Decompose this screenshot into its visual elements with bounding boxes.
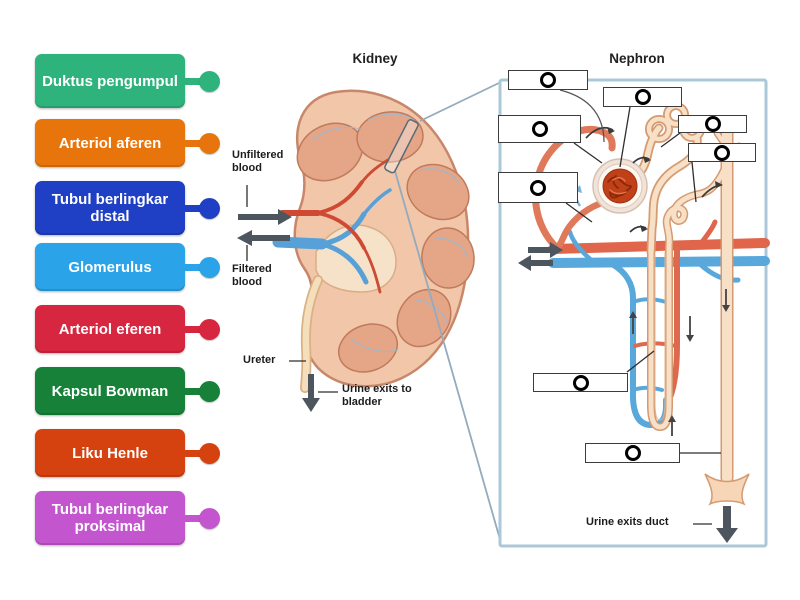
answer-option-label: Duktus pengumpul xyxy=(35,54,185,108)
label-urine-exits-bladder: Urine exits to bladder xyxy=(342,383,412,408)
connector-lines xyxy=(246,89,721,525)
answer-option-kapsul-bowman[interactable]: Kapsul Bowman xyxy=(35,367,220,415)
answer-option-label: Tubul berlingkar distal xyxy=(35,181,185,235)
answer-option-label: Arteriol aferen xyxy=(35,119,185,167)
drop-target-ring-icon xyxy=(530,179,546,196)
label-filtered-blood: Filtered blood xyxy=(232,263,272,288)
kidney-title: Kidney xyxy=(352,51,398,66)
label-unfiltered-blood: Unfiltered blood xyxy=(232,149,284,174)
answer-option-duktus-pengumpul[interactable]: Duktus pengumpul xyxy=(35,54,220,108)
label-urine-exits-duct: Urine exits duct xyxy=(586,516,669,528)
connector-knob xyxy=(185,305,220,353)
drop-target-box-5[interactable] xyxy=(678,115,747,133)
connector-knob xyxy=(185,243,220,291)
nephron-title: Nephron xyxy=(609,51,665,66)
connector-knob xyxy=(185,54,220,108)
connector-knob xyxy=(185,119,220,167)
magnifier-callout xyxy=(384,81,502,544)
drop-target-ring-icon xyxy=(540,72,556,88)
answer-option-label: Liku Henle xyxy=(35,429,185,477)
answer-option-arteriol-aferen[interactable]: Arteriol aferen xyxy=(35,119,220,167)
drop-target-ring-icon xyxy=(531,121,548,137)
drop-target-ring-icon xyxy=(704,116,721,132)
answer-option-tubul-berlingkar-distal[interactable]: Tubul berlingkar distal xyxy=(35,181,220,235)
drop-target-box-8[interactable] xyxy=(585,443,680,463)
answer-option-glomerulus[interactable]: Glomerulus xyxy=(35,243,220,291)
answer-option-arteriol-eferen[interactable]: Arteriol eferen xyxy=(35,305,220,353)
connector-knob xyxy=(185,367,220,415)
kidney-illustration xyxy=(272,89,475,393)
drop-target-ring-icon xyxy=(624,445,641,461)
answer-option-label: Kapsul Bowman xyxy=(35,367,185,415)
drop-target-box-7[interactable] xyxy=(533,373,628,392)
answer-option-label: Glomerulus xyxy=(35,243,185,291)
connector-knob xyxy=(185,429,220,477)
drop-target-box-4[interactable] xyxy=(603,87,682,107)
drop-target-box-1[interactable] xyxy=(508,70,588,90)
answer-option-tubul-berlingkar-proksimal[interactable]: Tubul berlingkar proksimal xyxy=(35,491,220,545)
drop-target-box-2[interactable] xyxy=(498,115,581,143)
drop-target-box-6[interactable] xyxy=(688,143,756,162)
answer-option-label: Arteriol eferen xyxy=(35,305,185,353)
drop-target-ring-icon xyxy=(714,144,730,161)
answer-option-liku-henle[interactable]: Liku Henle xyxy=(35,429,220,477)
drop-target-ring-icon xyxy=(572,374,589,391)
drop-target-box-3[interactable] xyxy=(498,172,578,203)
connector-knob xyxy=(185,181,220,235)
drop-target-ring-icon xyxy=(634,89,651,105)
label-ureter: Ureter xyxy=(243,354,276,366)
answer-option-label: Tubul berlingkar proksimal xyxy=(35,491,185,545)
connector-knob xyxy=(185,491,220,545)
